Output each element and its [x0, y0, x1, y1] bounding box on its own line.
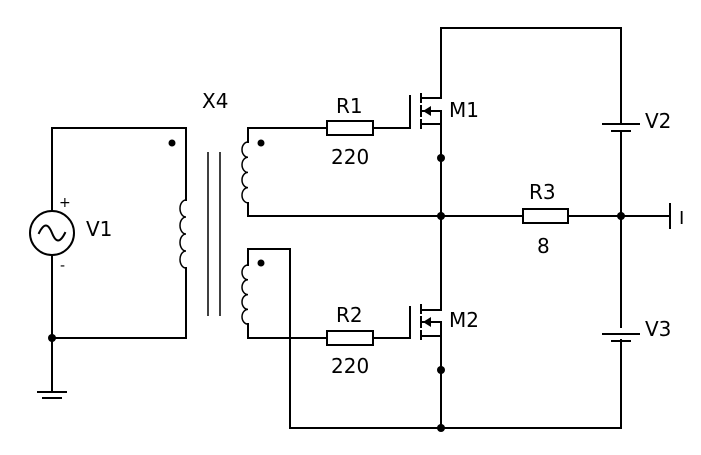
r2-value: 220	[331, 354, 369, 378]
v1-minus-sign: -	[60, 258, 65, 274]
v1-label: V1	[86, 217, 112, 241]
v2-label: V2	[645, 109, 671, 133]
battery-v3: V3	[602, 317, 671, 342]
r2-label: R2	[336, 303, 363, 327]
output-port: I	[669, 203, 684, 229]
output-label: I	[679, 208, 684, 229]
resistor-r1: R1 220	[326, 94, 374, 169]
v3-label: V3	[645, 317, 671, 341]
mosfet-m2: M2	[409, 304, 479, 340]
x4-label: X4	[202, 89, 228, 113]
resistor-r2: R2 220	[326, 303, 374, 378]
junction-dots	[48, 154, 625, 432]
r3-value: 8	[537, 234, 550, 258]
m1-label: M1	[449, 98, 479, 122]
m2-label: M2	[449, 308, 479, 332]
v1-ac-source: + - V1	[29, 195, 112, 274]
v1-plus-sign: +	[59, 195, 71, 211]
mosfet-m1: M1	[409, 93, 479, 129]
r1-value: 220	[331, 145, 369, 169]
r3-label: R3	[529, 180, 556, 204]
transformer-x4: X4	[168, 89, 265, 325]
battery-v2: V2	[602, 109, 671, 133]
ground-symbol	[37, 391, 67, 399]
r1-label: R1	[336, 94, 363, 118]
resistor-r3: R3 8	[522, 180, 569, 258]
